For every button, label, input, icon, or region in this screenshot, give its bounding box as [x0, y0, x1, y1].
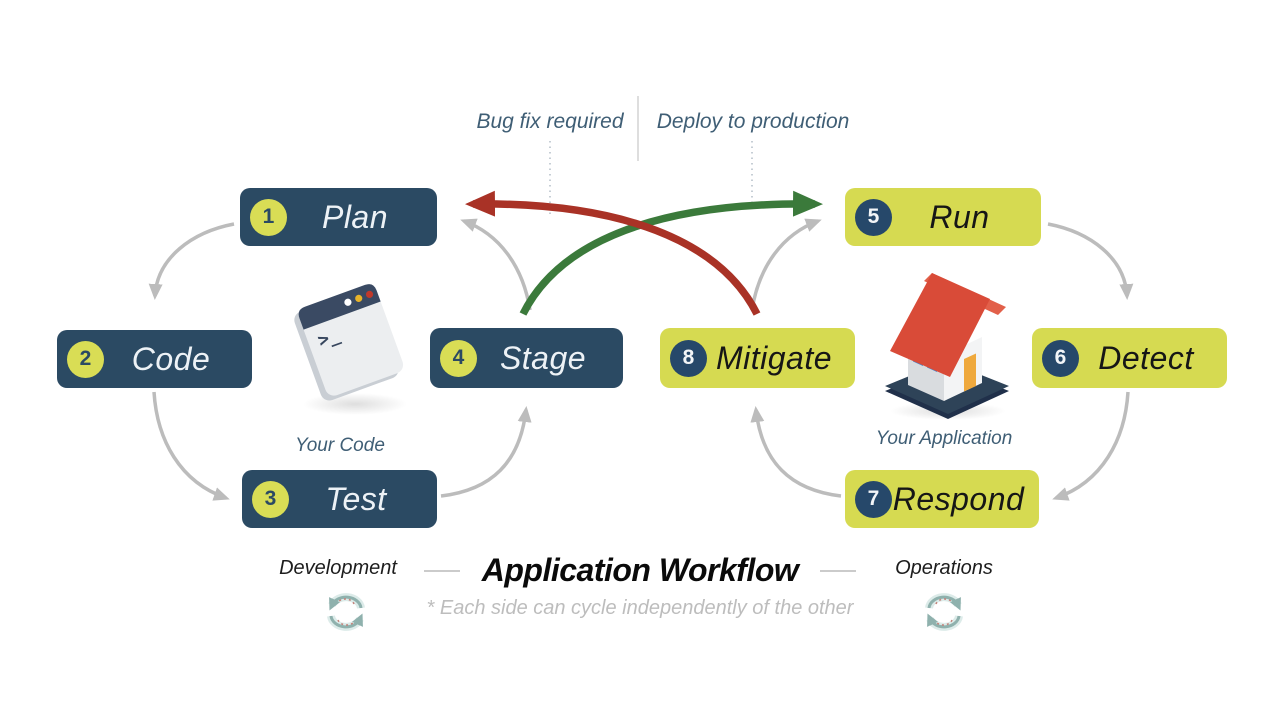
stage-box-mitigate: 8 Mitigate: [660, 328, 855, 388]
deploy-arrow: [519, 190, 823, 316]
cycle-note: * Each side can cycle independently of t…: [426, 597, 854, 619]
stage-test-label: Test: [325, 480, 387, 517]
house-door: [964, 353, 976, 392]
stage-respond-number: 7: [855, 480, 892, 518]
title-dash-left: [424, 570, 460, 572]
stage-box-plan: 1 Plan: [240, 188, 437, 246]
stage-plan-number: 1: [250, 198, 287, 236]
stage-stage-number: 4: [440, 339, 477, 377]
stage-detect-number: 6: [1042, 339, 1079, 377]
stage-code-number: 2: [67, 340, 104, 378]
stage-box-run: 5 Run: [845, 188, 1041, 246]
stage-run-label: Run: [929, 198, 990, 235]
stage-mitigate-number: 8: [670, 339, 707, 377]
bug-fix-required-label: Bug fix required: [476, 110, 624, 133]
development-label: Development: [279, 557, 397, 579]
terminal-dot-white: [344, 298, 352, 306]
house-icon: [885, 273, 1009, 420]
your-code-label: Your Code: [295, 435, 385, 456]
stage-mitigate-label: Mitigate: [715, 339, 833, 376]
operations-label: Operations: [895, 557, 993, 579]
stage-plan-label: Plan: [321, 198, 389, 235]
stage-box-respond: 7 Respond: [845, 470, 1039, 528]
stage-respond-label: Respond: [892, 480, 1025, 517]
your-application-label: Your Application: [875, 428, 1013, 449]
cycle-arrows-icon-development: [327, 593, 365, 631]
stage-detect-label: Detect: [1098, 339, 1194, 376]
deploy-to-production-label: Deploy to production: [656, 110, 850, 133]
stage-run-number: 5: [855, 198, 892, 236]
stage-box-test: 3 Test: [242, 470, 437, 528]
stage-stage-label: Stage: [499, 339, 587, 376]
stage-box-stage: 4 Stage: [430, 328, 623, 388]
cycle-arrows-icon-operations: [925, 593, 963, 631]
stage-test-number: 3: [252, 480, 289, 518]
stage-box-detect: 6 Detect: [1032, 328, 1227, 388]
terminal-window-icon: >_: [294, 284, 407, 415]
bug-fix-arrow: [465, 190, 761, 316]
workflow-title: Application Workflow: [481, 552, 799, 588]
terminal-dot-yellow: [355, 294, 363, 302]
terminal-dot-red: [365, 290, 374, 299]
stage-code-label: Code: [131, 340, 211, 377]
stage-box-code: 2 Code: [57, 330, 252, 388]
title-dash-right: [820, 570, 856, 572]
